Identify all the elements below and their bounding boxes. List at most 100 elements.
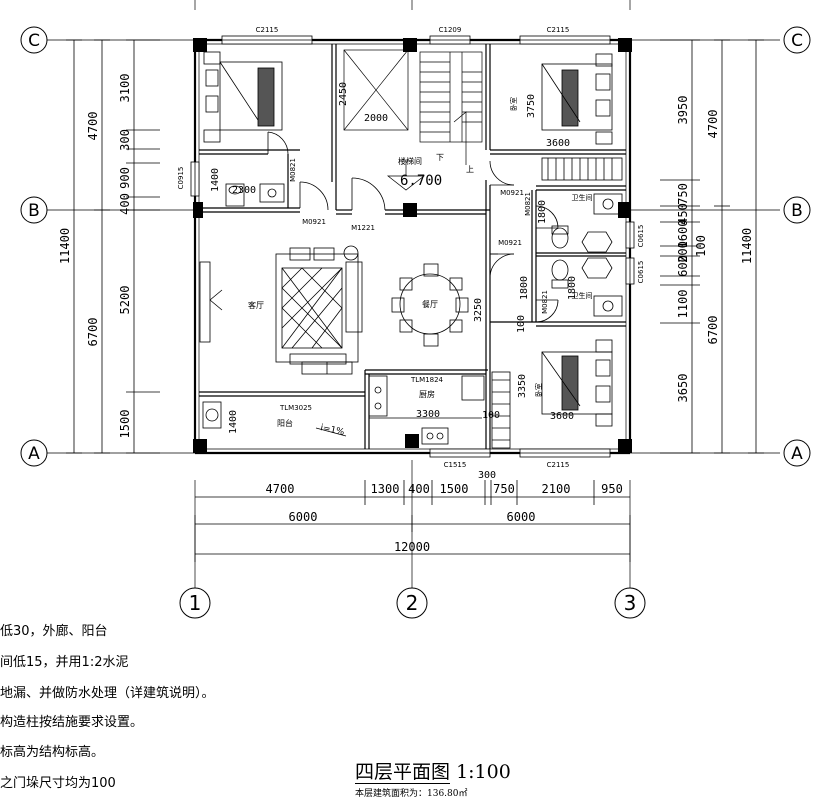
grid-bubble-2 bbox=[396, 587, 428, 619]
door-label: M0821 bbox=[289, 158, 297, 182]
grid-bubble-c-left bbox=[20, 26, 48, 54]
dim-label: 11400 bbox=[740, 228, 754, 264]
dim-label: 1400 bbox=[210, 168, 221, 192]
windows bbox=[190, 35, 635, 458]
dim-label: 950 bbox=[601, 482, 623, 496]
dim-label: 2100 bbox=[542, 482, 571, 496]
door-label: M0821 bbox=[541, 290, 549, 314]
dim-label: 5200 bbox=[118, 286, 132, 315]
dim-label: 450 bbox=[676, 203, 690, 225]
window-label: C2115 bbox=[547, 461, 570, 469]
window-label: C1209 bbox=[439, 26, 462, 34]
grid-bubbles bbox=[20, 26, 811, 619]
door-label: TLM1824 bbox=[410, 376, 444, 384]
drawing-title-name: 四层平面图 bbox=[355, 761, 451, 784]
dim-label: 4700 bbox=[86, 112, 100, 141]
grid-bubble-a-right bbox=[783, 439, 811, 467]
grid-label-3: 3 bbox=[624, 591, 637, 615]
grid-label-b-left: B bbox=[28, 201, 40, 221]
window-label: C0615 bbox=[637, 225, 645, 248]
right-dim-lines bbox=[660, 39, 764, 454]
dim-label: 400 bbox=[408, 482, 430, 496]
dim-label: 3350 bbox=[517, 374, 528, 398]
room-label-bedroom: 卧室 bbox=[534, 383, 543, 397]
grid-label-a-right: A bbox=[791, 444, 803, 464]
dim-label: 100 bbox=[516, 315, 527, 333]
dim-label: 1400 bbox=[228, 410, 239, 434]
grid-bubble-b-left bbox=[20, 196, 48, 224]
dim-label: 11400 bbox=[58, 228, 72, 264]
dim-label: 1500 bbox=[118, 410, 132, 439]
note-line: 构造柱按结施要求设置。 bbox=[0, 715, 144, 730]
grid-label-a-left: A bbox=[28, 444, 40, 464]
dim-label: 300 bbox=[478, 470, 496, 481]
drawing-area-note: 本层建筑面积为：136.80㎡ bbox=[355, 789, 468, 799]
dim-label: 3650 bbox=[676, 374, 690, 403]
room-label-living: 客厅 bbox=[248, 300, 264, 310]
grid-bubble-3 bbox=[614, 587, 646, 619]
window-label: C0615 bbox=[637, 261, 645, 284]
grid-bubble-b-right bbox=[783, 196, 811, 224]
dim-label: 750 bbox=[493, 482, 515, 496]
dim-label: 300 bbox=[118, 129, 132, 151]
dim-label: 3750 bbox=[526, 94, 537, 118]
dim-label: 1500 bbox=[440, 482, 469, 496]
door-label: M0821 bbox=[524, 192, 532, 216]
door-label: M1221 bbox=[351, 224, 375, 232]
grid-bubble-a-left bbox=[20, 439, 48, 467]
dim-label: 100 bbox=[694, 235, 708, 257]
door-label: M0921 bbox=[302, 218, 326, 226]
grid-label-2: 2 bbox=[406, 591, 419, 615]
dim-label: 4700 bbox=[266, 482, 295, 496]
bed-right-top bbox=[541, 53, 613, 145]
dim-label: 3250 bbox=[473, 298, 484, 322]
window-label: C0915 bbox=[177, 167, 185, 190]
grid-label-1: 1 bbox=[189, 591, 202, 615]
stair-up-label: 上 bbox=[466, 165, 474, 174]
door-label: M0921 bbox=[500, 189, 524, 197]
dim-label: 750 bbox=[676, 183, 690, 205]
note-line: 标高为结构标高。 bbox=[0, 745, 105, 760]
dim-label: 1100 bbox=[676, 290, 690, 319]
note-line: 低30，外廊、阳台 bbox=[0, 624, 108, 639]
dim-label: 4700 bbox=[706, 110, 720, 139]
left-dim-lines bbox=[66, 39, 160, 454]
dim-label: 6700 bbox=[86, 318, 100, 347]
room-label-bedroom: 卧室 bbox=[509, 97, 518, 111]
bath-fixtures bbox=[202, 183, 623, 429]
drawing-title-scale: 1:100 bbox=[456, 761, 511, 783]
dim-label: 2000 bbox=[364, 113, 388, 124]
dim-label: 1300 bbox=[371, 482, 400, 496]
window-label: C2115 bbox=[547, 26, 570, 34]
dim-label: 2300 bbox=[232, 185, 256, 196]
dim-label: 3600 bbox=[546, 138, 570, 149]
dim-label: 6700 bbox=[706, 316, 720, 345]
grid-lines bbox=[47, 0, 780, 588]
grid-label-c-right: C bbox=[791, 31, 803, 51]
room-label-stair: 楼梯间 bbox=[398, 156, 422, 166]
drawing-title: 四层平面图 1:100 bbox=[355, 757, 535, 784]
dim-label: 2450 bbox=[338, 82, 349, 106]
grid-label-c-left: C bbox=[28, 31, 40, 51]
living-furniture bbox=[199, 245, 363, 375]
dim-label: 200 bbox=[676, 241, 690, 263]
doors bbox=[267, 131, 559, 323]
dim-label: 3300 bbox=[416, 409, 440, 420]
wardrobe bbox=[541, 157, 623, 181]
dim-label: 900 bbox=[118, 167, 132, 189]
drawing-title-block: 四层平面图 1:100 本层建筑面积为：136.80㎡ bbox=[355, 757, 535, 799]
grid-bubble-1 bbox=[179, 587, 211, 619]
door-label: M0921 bbox=[498, 239, 522, 247]
room-label-kitchen: 厨房 bbox=[419, 389, 435, 399]
dim-label: 1800 bbox=[519, 276, 530, 300]
room-label-bath: 卫生间 bbox=[572, 193, 593, 202]
dim-label: 3950 bbox=[676, 96, 690, 125]
dim-label: 6000 bbox=[507, 510, 536, 524]
dim-label: 1600 bbox=[676, 220, 690, 249]
stair bbox=[343, 49, 483, 191]
dim-label: 1800 bbox=[567, 276, 578, 300]
grid-bubble-c-right bbox=[783, 26, 811, 54]
bed-right-bottom bbox=[541, 339, 613, 427]
dim-label: 3600 bbox=[550, 411, 574, 422]
